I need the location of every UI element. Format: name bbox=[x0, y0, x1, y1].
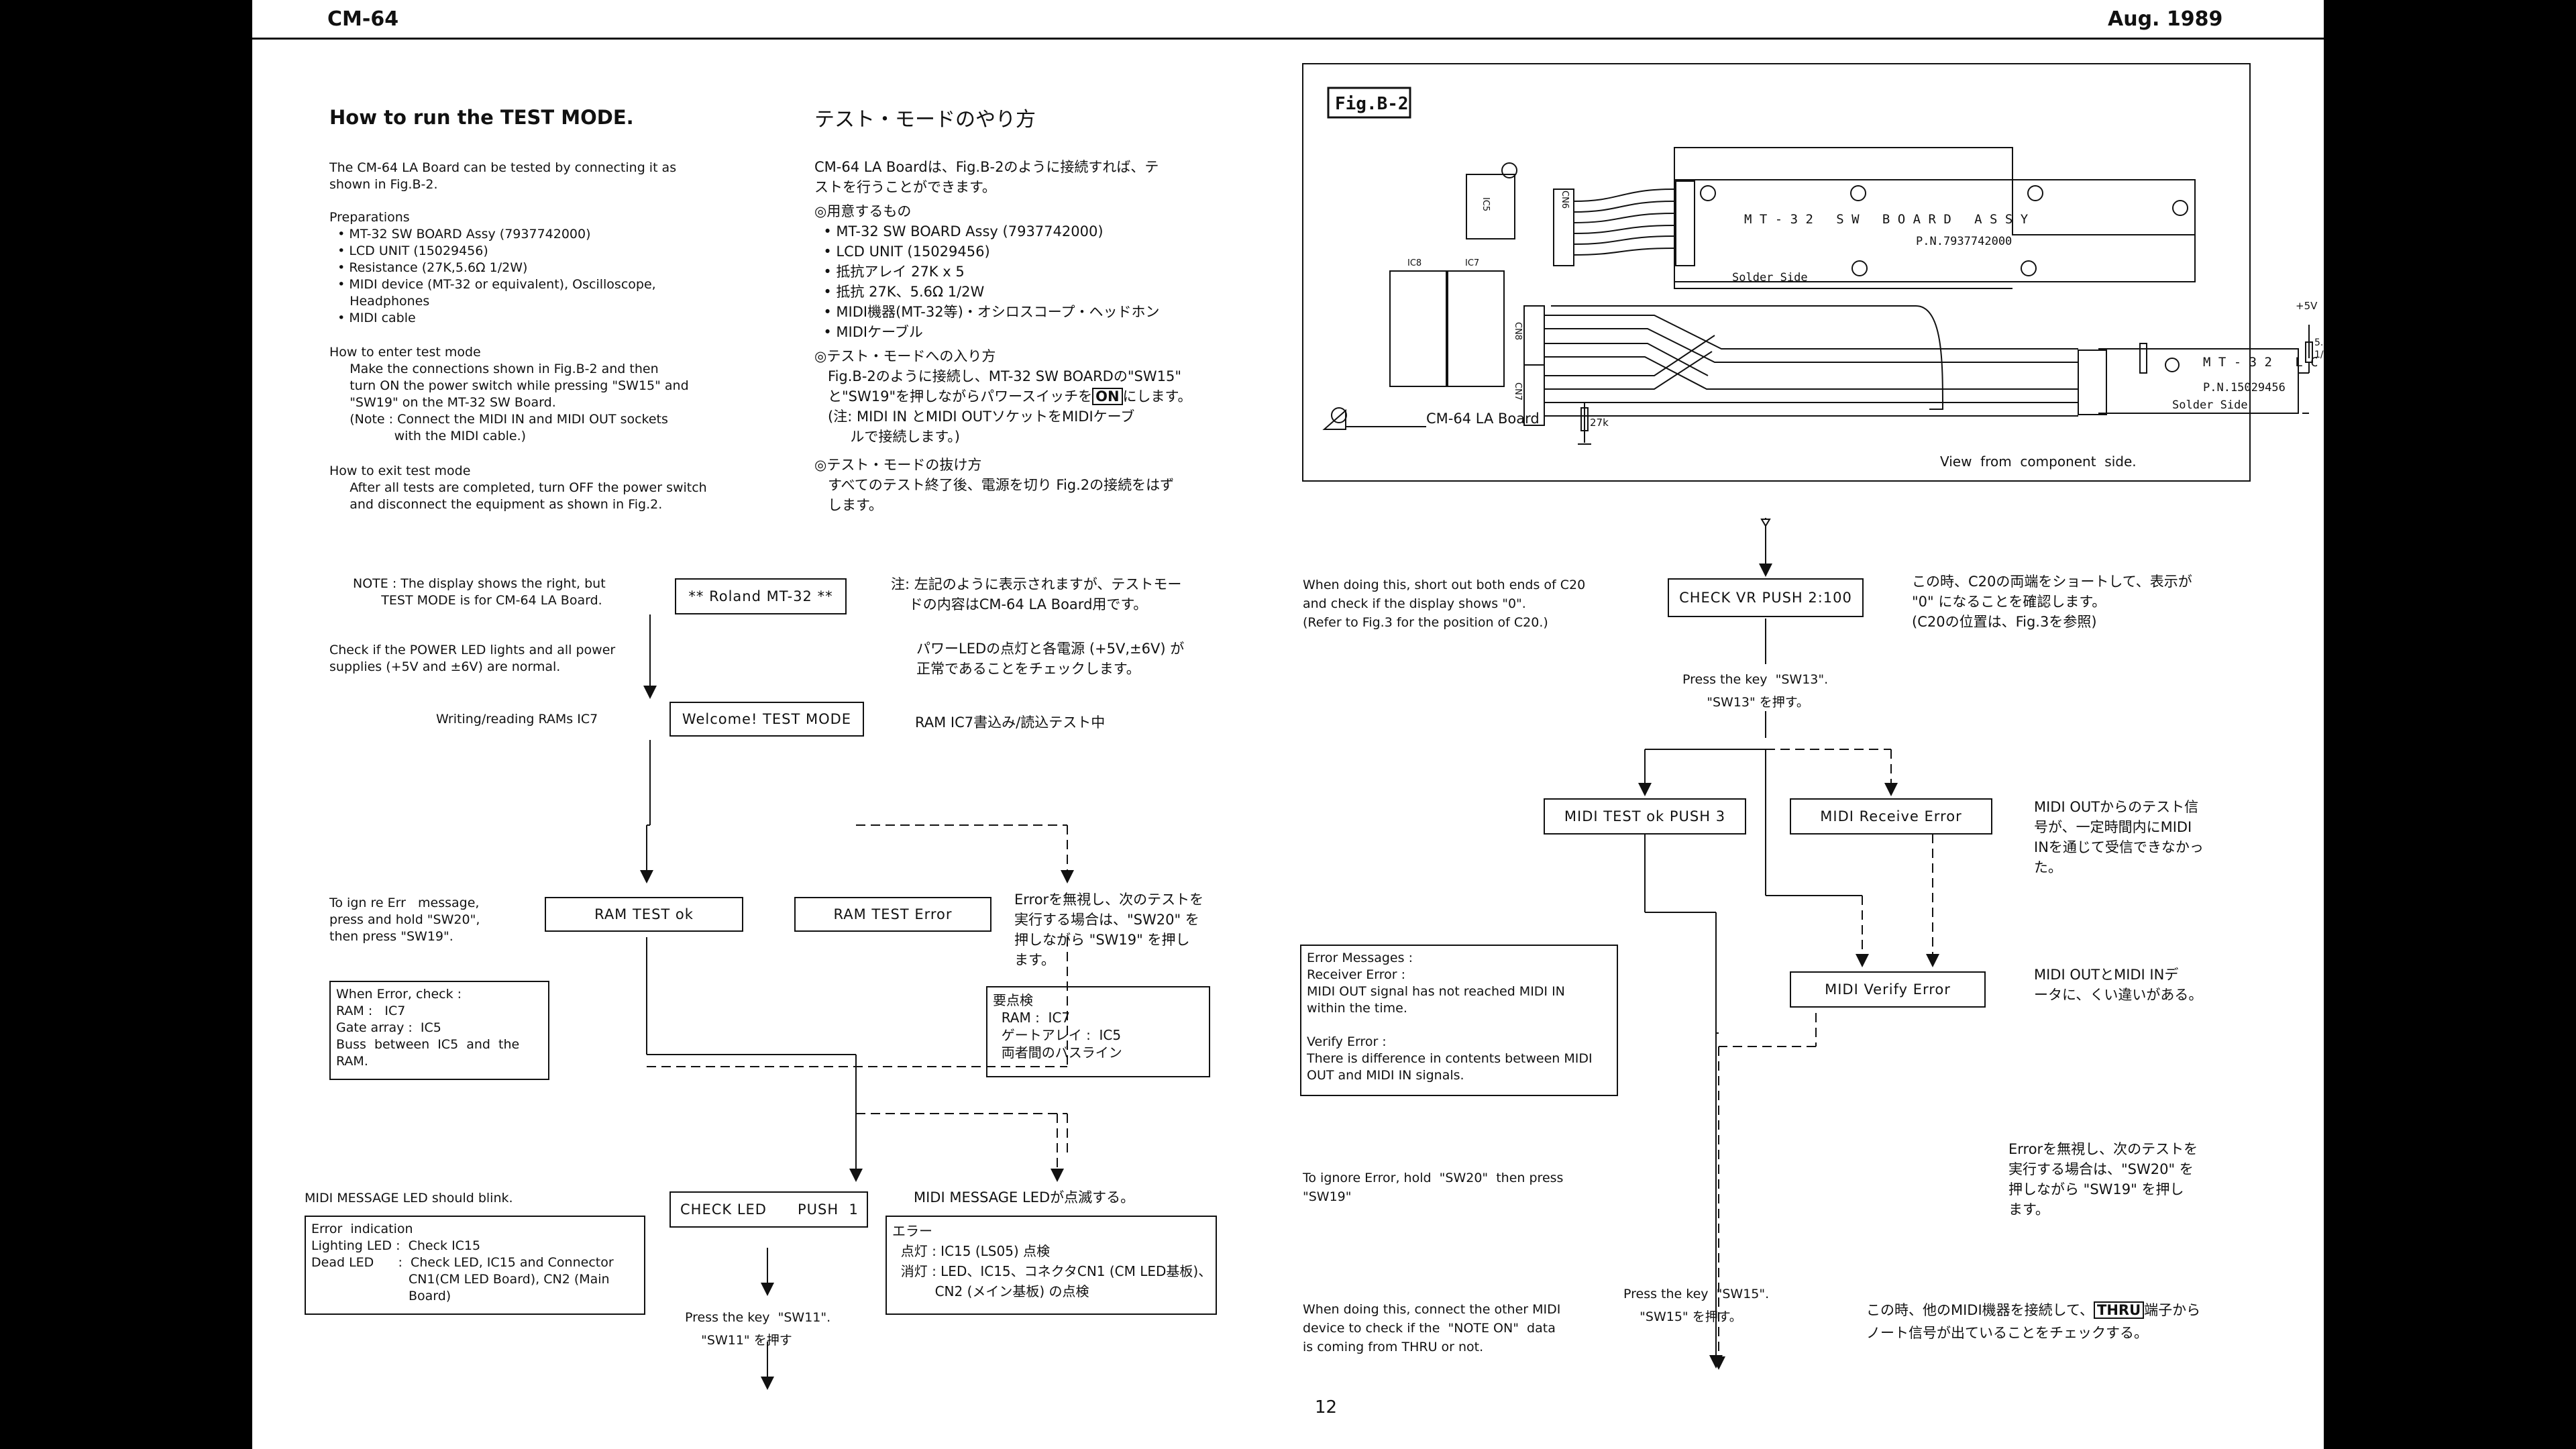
fig-27k: 27k bbox=[1590, 417, 1609, 429]
page-number: 12 bbox=[1315, 1397, 1338, 1417]
error-indication-box: Error indication Lighting LED : Check IC… bbox=[305, 1216, 645, 1315]
exit-test-en: How to exit test mode After all tests ar… bbox=[329, 464, 707, 512]
enter-test-jp: ◎テスト・モードへの入り方 Fig.B-2のように接続し、MT-32 SW BO… bbox=[814, 348, 1192, 405]
fig-la-board: CM-64 LA Board bbox=[1426, 411, 1540, 427]
enter-note-jp: (注: MIDI IN とMIDI OUTソケットをMIDIケーブ ルで接続しま… bbox=[828, 409, 1135, 445]
note-en: NOTE : The display shows the right, but … bbox=[353, 576, 606, 608]
enter-test-en: How to enter test mode Make the connecti… bbox=[329, 345, 689, 443]
thru-key: THRU bbox=[2094, 1301, 2145, 1319]
fig-cn7: CN7 bbox=[1513, 382, 1523, 401]
thru-check-en: When doing this, connect the other MIDI … bbox=[1303, 1302, 1561, 1354]
ram-writing-label: Writing/reading RAMs IC7 bbox=[436, 712, 598, 727]
power-check-en: Check if the POWER LED lights and all po… bbox=[329, 643, 616, 674]
fig-ic5: IC5 bbox=[1481, 197, 1491, 212]
check-vr-box: CHECK VR PUSH 2:100 bbox=[1668, 578, 1864, 617]
led-blink-en: MIDI MESSAGE LED should blink. bbox=[305, 1191, 513, 1205]
fig-sw-board: M T - 3 2 S W B O A R D A S S Y bbox=[1744, 212, 2029, 227]
ignore-error-en: To ign re Err message, press and hold "S… bbox=[329, 896, 480, 944]
manual-page: CM-64 Aug. 1989 How to run the TEST MODE… bbox=[252, 0, 2324, 1449]
header-model: CM-64 bbox=[327, 7, 399, 31]
ram-test-error-box: RAM TEST Error bbox=[794, 897, 991, 932]
figure-label: Fig.B-2 bbox=[1335, 94, 1409, 114]
figure-b2: Fig.B-2 bbox=[1302, 63, 2313, 482]
error-jp-box: エラー 点灯 : IC15 (LS05) 点検 消灯 : LED、IC15、コネ… bbox=[885, 1216, 1217, 1315]
title-en: How to run the TEST MODE. bbox=[329, 106, 634, 129]
ignore-error-jp-2: Errorを無視し、次のテストを 実行する場合は、"SW20" を 押しながら … bbox=[2008, 1141, 2198, 1218]
intro-jp: CM-64 LA Boardは、Fig.B-2のように接続すれば、テ ストを行う… bbox=[814, 159, 1159, 195]
fig-lcd: M T - 3 2 L C D bbox=[2203, 355, 2324, 370]
when-error-box: When Error, check : RAM : IC7 Gate array… bbox=[329, 981, 549, 1080]
led-blink-jp: MIDI MESSAGE LEDが点滅する。 bbox=[914, 1189, 1135, 1205]
power-check-jp: パワーLEDの点灯と各電源 (+5V,±6V) が 正常であることをチェックしま… bbox=[916, 641, 1185, 677]
press-sw11: Press the key "SW11". "SW11" を押す bbox=[685, 1310, 831, 1348]
fig-solder-2: Solder Side bbox=[2172, 398, 2248, 412]
fig-sw-pn: P.N.7937742000 bbox=[1916, 235, 2012, 248]
on-key: ON bbox=[1092, 388, 1123, 405]
ignore-error-jp: Errorを無視し、次のテストを 実行する場合は、"SW20" を 押しながら … bbox=[1014, 892, 1204, 968]
fig-solder-1: Solder Side bbox=[1732, 271, 1808, 284]
exit-test-jp: ◎テスト・モードの抜け方 すべてのテスト終了後、電源を切り Fig.2の接続をは… bbox=[814, 457, 1175, 513]
ignore-error-en-2: To ignore Error, hold "SW20" then press … bbox=[1303, 1171, 1564, 1204]
midi-receive-error-box: MIDI Receive Error bbox=[1790, 798, 1992, 835]
fig-view-note: View from component side. bbox=[1940, 453, 2137, 470]
header-rule bbox=[252, 38, 2324, 40]
note-jp: 注: 左記のように表示されますが、テストモー ドの内容はCM-64 LA Boa… bbox=[891, 576, 1182, 612]
midi-verify-error-box: MIDI Verify Error bbox=[1790, 971, 1986, 1008]
preparations-en: Preparations • MT-32 SW BOARD Assy (7937… bbox=[329, 210, 656, 325]
fig-cn8: CN8 bbox=[1513, 322, 1523, 341]
fig-cn6: CN6 bbox=[1560, 191, 1570, 209]
title-jp: テスト・モードのやり方 bbox=[814, 108, 1036, 131]
vr-check-en: When doing this, short out both ends of … bbox=[1303, 578, 1586, 630]
preparations-jp: ◎用意するもの • MT-32 SW BOARD Assy (793774200… bbox=[814, 203, 1160, 340]
display-roland: ** Roland MT-32 ** bbox=[675, 578, 847, 614]
fig-ic8: IC8 bbox=[1407, 258, 1422, 268]
check-led-box: CHECK LED PUSH 1 bbox=[669, 1191, 868, 1228]
midi-test-ok-box: MIDI TEST ok PUSH 3 bbox=[1544, 798, 1746, 835]
fig-ic7: IC7 bbox=[1465, 258, 1480, 268]
receive-error-jp: MIDI OUTからのテスト信 号が、一定時間内にMIDI INを通じて受信でき… bbox=[2034, 799, 2204, 875]
error-messages-box: Error Messages : Receiver Error : MIDI O… bbox=[1300, 945, 1618, 1096]
fig-resistor: 5.6Ω 1/2W bbox=[2314, 337, 2324, 360]
verify-error-jp: MIDI OUTとMIDI INデ ータに、くい違いがある。 bbox=[2034, 967, 2203, 1003]
intro-en: The CM-64 LA Board can be tested by conn… bbox=[329, 160, 677, 192]
check-jp-box: 要点検 RAM : IC7 ゲートアレイ : IC5 両者間のバスライン bbox=[986, 986, 1210, 1077]
fig-5v: +5V bbox=[2296, 300, 2318, 312]
fig-lcd-pn: P.N.15029456 bbox=[2203, 381, 2286, 394]
flow-lines bbox=[640, 518, 1939, 1390]
ram-writing-jp: RAM IC7書込み/読込テスト中 bbox=[915, 714, 1106, 731]
ram-test-ok-box: RAM TEST ok bbox=[545, 897, 743, 932]
press-sw15: Press the key "SW15". "SW15" を押す。 bbox=[1623, 1287, 1770, 1324]
press-sw13: Press the key "SW13". "SW13" を押す。 bbox=[1682, 672, 1829, 710]
header-date: Aug. 1989 bbox=[2108, 7, 2223, 31]
welcome-box: Welcome! TEST MODE bbox=[669, 702, 864, 737]
vr-check-jp: この時、C20の両端をショートして、表示が "0" になることを確認します。 (… bbox=[1912, 574, 2192, 630]
thru-check-jp-2: ノート信号が出ていることをチェックする。 bbox=[1866, 1325, 2148, 1341]
